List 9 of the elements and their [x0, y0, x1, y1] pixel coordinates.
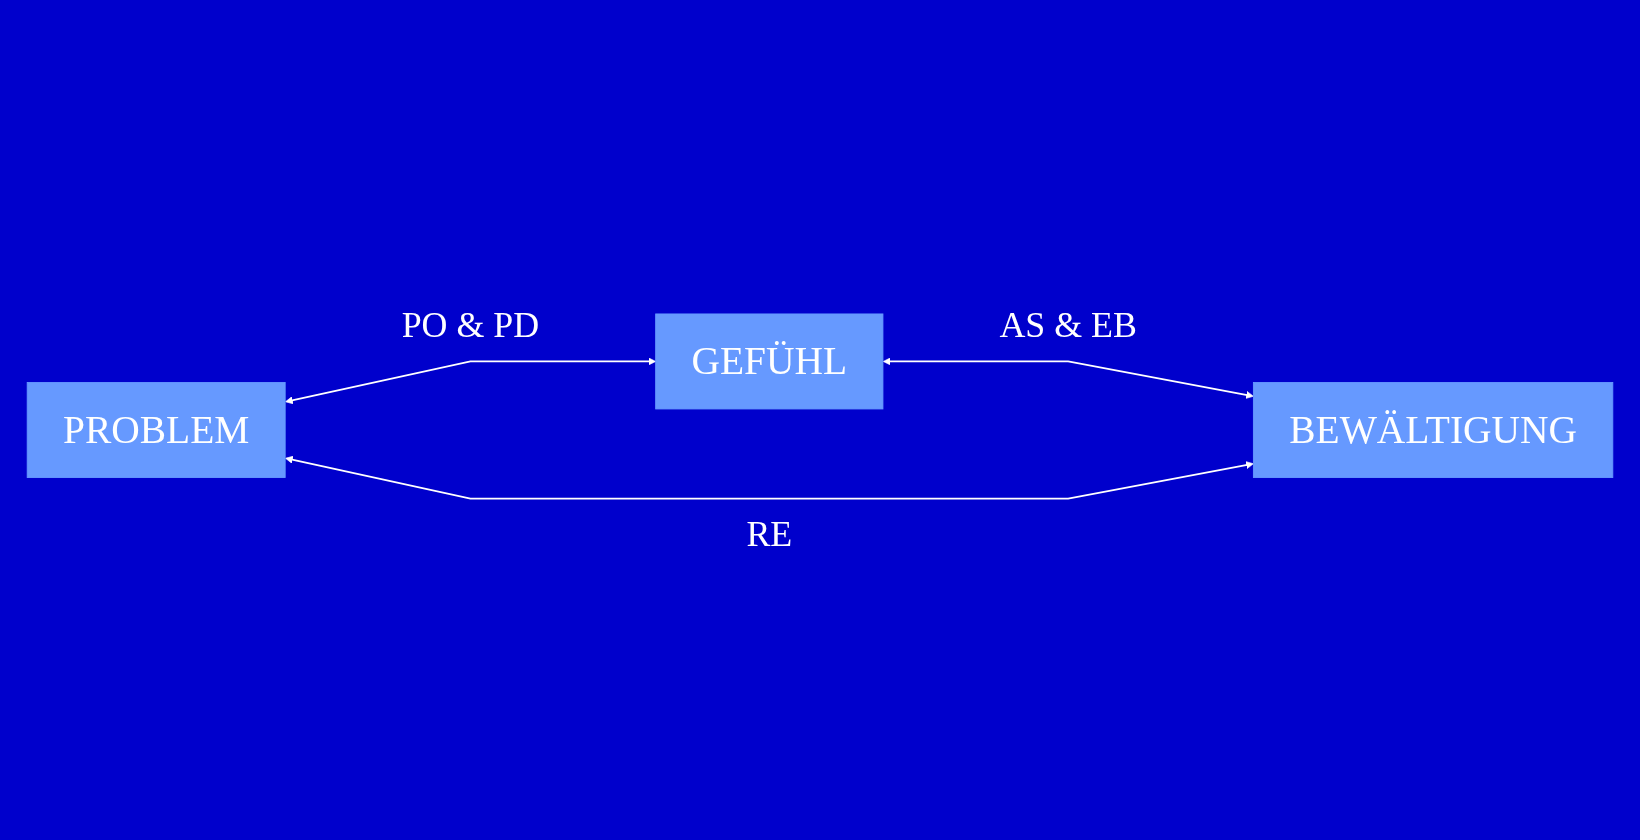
- arrow: [882, 357, 1254, 400]
- edge-label: PO & PD: [401, 305, 540, 346]
- node-box: PROBLEM: [26, 382, 286, 479]
- edge-label: AS & EB: [999, 305, 1137, 346]
- arrow: [285, 456, 1254, 500]
- node-box: GEFÜHL: [655, 313, 884, 410]
- arrow: [285, 357, 657, 405]
- node-box: BEWÄLTIGUNG: [1252, 382, 1614, 479]
- edge-label: RE: [746, 514, 793, 555]
